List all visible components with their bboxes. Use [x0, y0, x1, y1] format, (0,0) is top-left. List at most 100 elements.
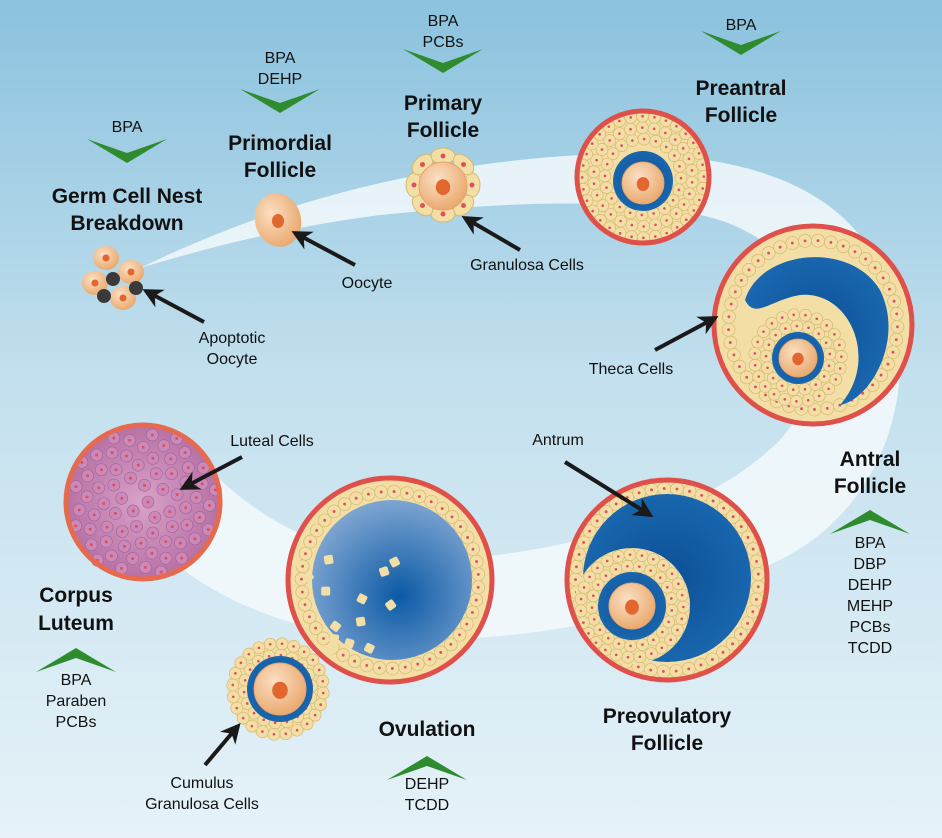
cell-nucleus	[861, 391, 865, 395]
cell-nucleus	[654, 223, 657, 227]
cell-nucleus	[677, 582, 680, 586]
cell-nucleus	[268, 642, 272, 646]
chemical-label: BPA	[726, 17, 757, 34]
chevron-up-icon	[36, 648, 116, 672]
cell-nucleus	[886, 362, 890, 366]
cell-nucleus	[605, 162, 609, 166]
cell-nucleus	[838, 343, 841, 347]
cell-nucleus	[669, 597, 673, 600]
cell-nucleus	[319, 703, 322, 706]
cell-nucleus	[787, 404, 791, 408]
cell-nucleus	[824, 341, 828, 345]
cell-nucleus	[198, 516, 202, 520]
cell-nucleus	[888, 287, 891, 291]
stage-title: Follicle	[705, 104, 777, 127]
cell-nucleus	[159, 570, 163, 574]
cell-nucleus	[475, 560, 478, 564]
cell-nucleus	[751, 610, 755, 614]
cell-nucleus	[88, 527, 92, 531]
cell-nucleus	[608, 139, 612, 142]
cell-nucleus	[113, 511, 117, 515]
cell-nucleus	[626, 655, 630, 659]
pointer-arrows	[142, 215, 719, 767]
cell-nucleus	[618, 205, 622, 209]
cell-nucleus	[687, 157, 691, 161]
cell-nucleus	[161, 487, 165, 491]
cell-nucleus	[751, 547, 755, 551]
oocyte-nucleus	[792, 352, 804, 366]
cell-nucleus	[200, 482, 204, 486]
cell-nucleus	[616, 555, 620, 558]
cell-nucleus	[428, 657, 432, 661]
cell-nucleus	[184, 480, 188, 484]
cell-nucleus	[322, 636, 325, 640]
cell-nucleus	[600, 148, 604, 151]
cell-nucleus	[574, 578, 577, 582]
chevron-down-icon	[701, 31, 781, 55]
cell-nucleus	[739, 278, 743, 282]
cell-nucleus	[257, 659, 260, 663]
cell-nucleus	[390, 667, 394, 670]
chemical-label: BPA	[112, 119, 143, 136]
cell-nucleus	[780, 316, 784, 319]
cell-nucleus	[74, 485, 78, 489]
cell-nucleus	[321, 691, 325, 695]
cell-nucleus	[300, 590, 304, 594]
cell-nucleus	[411, 182, 417, 188]
oocyte-nucleus	[435, 179, 451, 196]
cell-nucleus	[629, 127, 632, 131]
cell-nucleus	[595, 158, 598, 162]
cell-nucleus	[676, 628, 679, 632]
cell-nucleus	[257, 646, 261, 650]
cell-nucleus	[605, 559, 609, 563]
stage-title: Follicle	[834, 475, 906, 498]
cell-nucleus	[662, 564, 665, 567]
cell-nucleus	[577, 552, 581, 556]
cell-nucleus	[465, 622, 469, 626]
cell-nucleus	[579, 609, 583, 613]
cell-nucleus	[873, 266, 877, 270]
cell-nucleus	[778, 245, 782, 249]
cell-nucleus	[834, 378, 838, 381]
cell-nucleus	[664, 131, 667, 135]
cell-nucleus	[864, 257, 868, 261]
cell-nucleus	[588, 529, 592, 533]
cell-nucleus	[169, 457, 173, 461]
cell-nucleus	[764, 393, 767, 397]
cell-nucleus	[871, 383, 875, 387]
cell-nucleus	[604, 574, 608, 578]
cell-nucleus	[780, 384, 784, 388]
cell-nucleus	[119, 566, 123, 570]
cell-nucleus	[677, 188, 681, 192]
stage-title: Primordial	[228, 132, 332, 155]
cell-nucleus	[881, 276, 885, 280]
cell-nucleus	[692, 209, 696, 212]
stage-title: Primary	[404, 92, 483, 115]
arrow-theca-cells	[654, 316, 719, 352]
cell-nucleus	[175, 492, 179, 496]
apoptotic-oocyte	[97, 289, 111, 303]
cell-nucleus	[895, 312, 899, 316]
arrow-cumulus-granulosa	[203, 722, 241, 767]
cell-nucleus	[303, 603, 307, 607]
cell-nucleus	[631, 139, 634, 142]
cell-nucleus	[687, 667, 691, 671]
cell-nucleus	[640, 126, 644, 129]
cell-nucleus	[131, 557, 135, 561]
cell-nucleus	[626, 564, 629, 568]
cell-nucleus	[476, 572, 480, 576]
cell-nucleus	[598, 218, 602, 222]
cell-nucleus	[609, 213, 613, 216]
chemical-label: BPA	[428, 13, 459, 30]
cell-nucleus	[661, 669, 665, 673]
cell-nucleus	[213, 488, 217, 492]
cell-nucleus	[292, 645, 295, 648]
cell-nucleus	[141, 445, 145, 449]
cell-nucleus	[638, 565, 641, 569]
cell-nucleus	[698, 198, 701, 202]
arrow-oocyte	[291, 231, 356, 267]
chevrons	[36, 31, 910, 780]
cell-nucleus	[732, 353, 736, 357]
cell-nucleus	[341, 653, 345, 657]
